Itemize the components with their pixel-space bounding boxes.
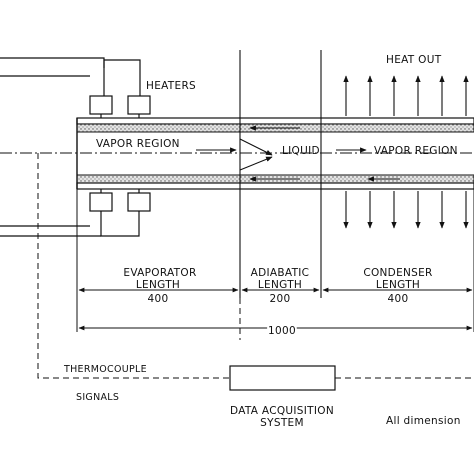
evaporator-sub: LENGTH	[136, 279, 180, 291]
condenser-value: 400	[388, 293, 409, 305]
bottom-heater	[0, 189, 151, 237]
heaters-label: HEATERS	[146, 80, 196, 92]
daq-label-line2: SYSTEM	[260, 417, 304, 429]
dimensions-note: All dimension	[386, 415, 461, 427]
adiabatic-sub: LENGTH	[258, 279, 302, 291]
evaporator-title: EVAPORATOR	[123, 267, 196, 279]
adiabatic-title: ADIABATIC	[251, 267, 310, 279]
adiabatic-value: 200	[270, 293, 291, 305]
signals-label: SIGNALS	[76, 392, 119, 403]
power-wiring	[0, 57, 105, 227]
thermocouple-label: THERMOCOUPLE	[63, 364, 147, 375]
condenser-title: CONDENSER	[363, 267, 432, 279]
vapor-region-left-label: VAPOR REGION	[96, 138, 180, 150]
liquid-label: LIQUID	[282, 145, 320, 157]
dimension-lines	[76, 189, 474, 332]
top-heater	[89, 59, 151, 118]
total-length-value: 1000	[268, 325, 296, 337]
flow-arrows	[196, 125, 400, 182]
condenser-sub: LENGTH	[376, 279, 420, 291]
heat-out-label: HEAT OUT	[386, 54, 442, 66]
thermocouple-signal-path	[37, 153, 474, 379]
heat-out-arrows	[343, 75, 469, 229]
evaporator-value: 400	[148, 293, 169, 305]
data-acquisition-box	[229, 365, 336, 391]
daq-label-line1: DATA ACQUISITION	[230, 405, 334, 417]
vapor-region-right-label: VAPOR REGION	[374, 145, 458, 157]
